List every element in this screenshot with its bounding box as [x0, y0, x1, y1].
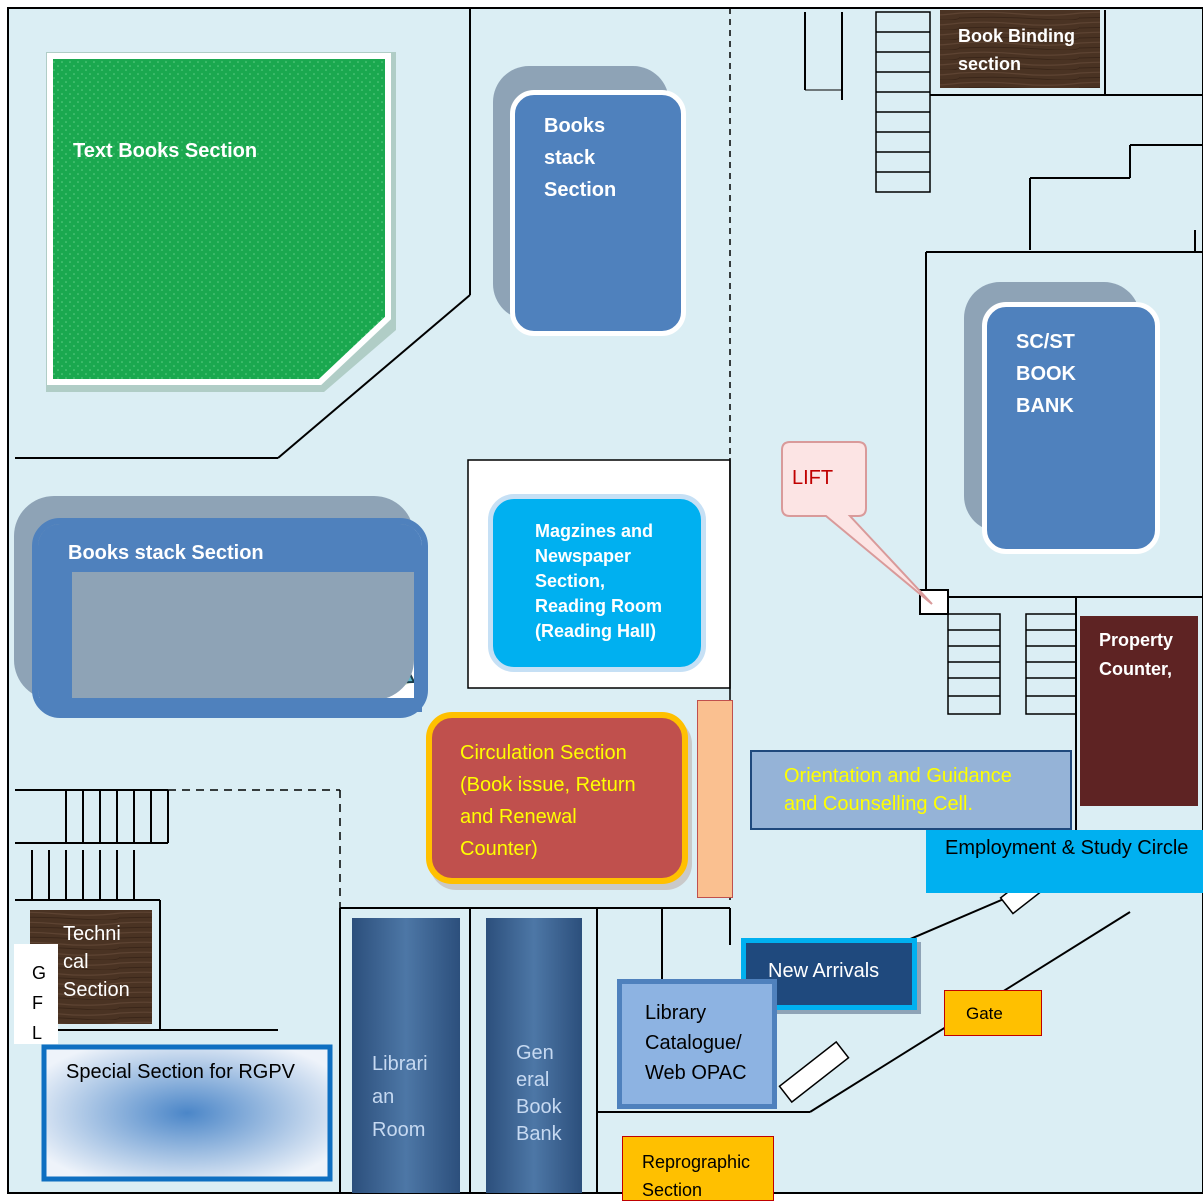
reprographic-room — [622, 1136, 774, 1201]
lift-label: LIFT — [792, 467, 834, 489]
technical-label: Techni cal Section — [63, 923, 130, 1001]
book-binding-label: Book Binding section — [958, 26, 1075, 74]
circulation-room — [426, 712, 688, 884]
catalogue-label: Library Catalogue/ Web OPAC — [645, 1002, 747, 1084]
librarian-label: Librari an Room — [372, 1053, 428, 1141]
orientation-label: Orientation and Guidance and Counselling… — [784, 765, 1012, 815]
books-stack-top-room — [510, 90, 686, 336]
general-book-bank-label: Gen eral Book Bank — [516, 1042, 562, 1145]
reprographic-label: Reprographic Section — [642, 1152, 751, 1200]
circulation-label: Circulation Section (Book issue, Return … — [460, 742, 636, 860]
magazines-label: Magzines and Newspaper Section, Reading … — [535, 521, 663, 641]
gfl-label: G F L — [32, 963, 47, 1043]
scst-book-bank-label: SC/ST BOOK BANK — [1016, 331, 1076, 417]
counter-strip — [697, 700, 733, 898]
orientation-room — [750, 750, 1072, 830]
new-arrivals-room — [741, 938, 917, 1010]
magazines-room — [488, 494, 706, 672]
books-stack-left-label: Books stack Section — [68, 542, 264, 564]
catalogue-room — [617, 979, 777, 1109]
books-stack-left-side-l — [38, 560, 72, 712]
books-stack-left-room — [32, 518, 428, 718]
employment-label: Employment & Study Circle — [945, 837, 1189, 859]
books-stack-left-side-b — [38, 698, 422, 712]
special-rgpv-label: Special Section for RGPV — [66, 1061, 295, 1083]
gate-label: Gate — [966, 1004, 1003, 1023]
books-stack-left-side-r — [414, 560, 422, 712]
gate-marker — [944, 990, 1042, 1036]
employment-room — [926, 830, 1203, 893]
new-arrivals-label: New Arrivals — [768, 960, 880, 982]
books-stack-top-label: Books stack Section — [544, 115, 617, 201]
scst-book-bank-room — [982, 302, 1160, 554]
books-stack-left-header — [38, 524, 422, 572]
text-books-section-label: Text Books Section — [73, 140, 258, 162]
property-counter-label: Property Counter, — [1099, 630, 1174, 679]
